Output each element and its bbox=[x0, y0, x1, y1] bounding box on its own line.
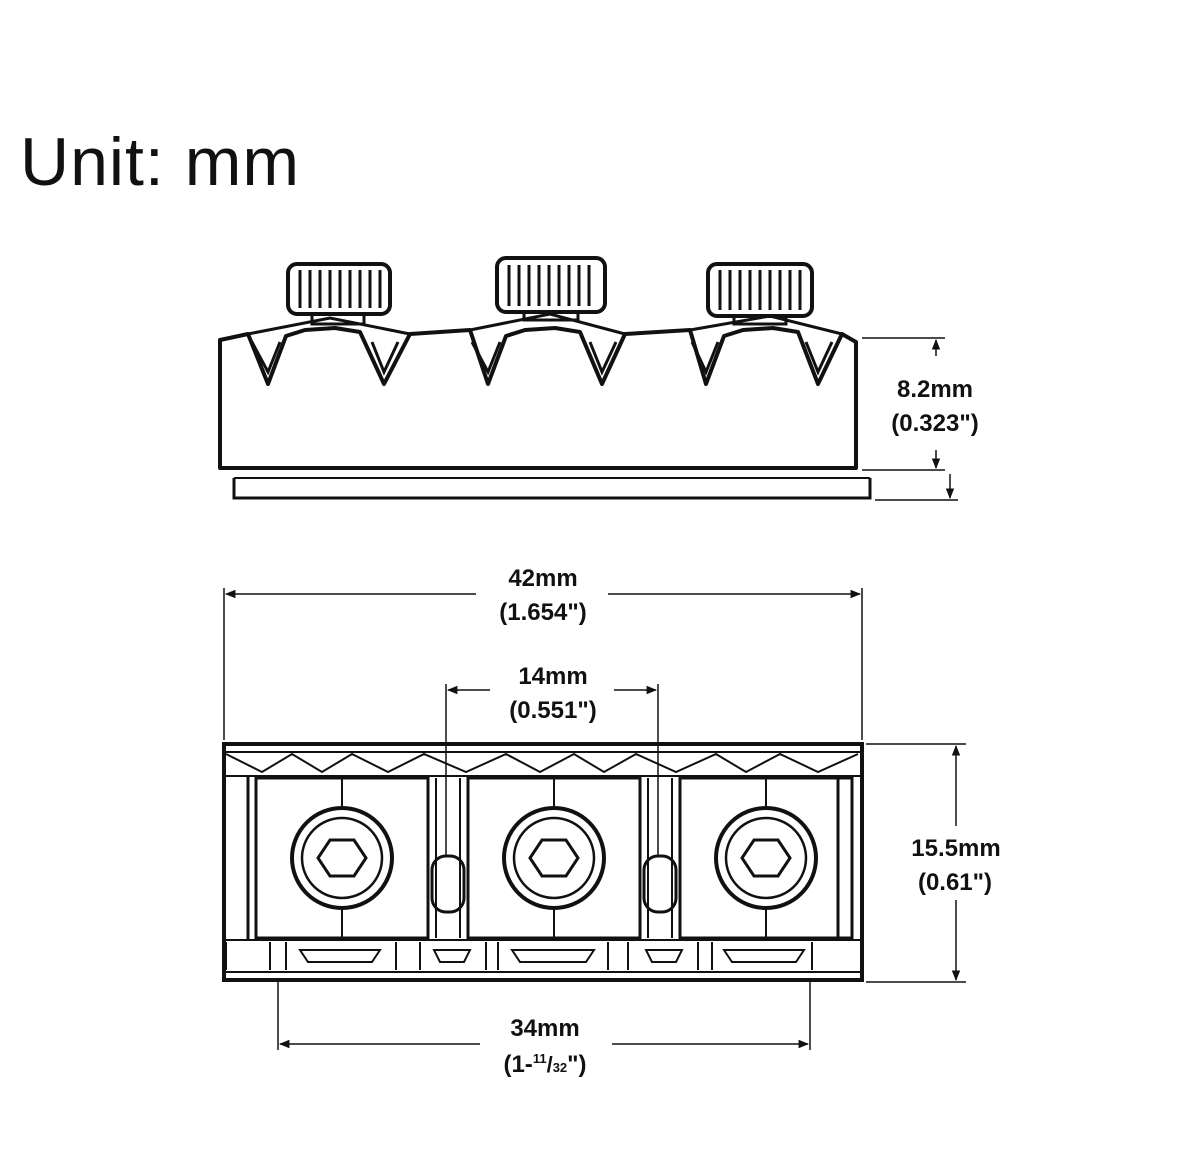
screw-spacing-mm-label: 14mm bbox=[518, 663, 587, 690]
hex-socket-screw-icon bbox=[714, 806, 818, 910]
base-length-inch-denominator: 32 bbox=[553, 1060, 567, 1075]
knurled-screw-head-1 bbox=[286, 262, 392, 326]
top-body-outline bbox=[222, 742, 864, 982]
unit-title: Unit: mm bbox=[20, 124, 300, 200]
base-length-inch-suffix: ") bbox=[567, 1051, 586, 1078]
base-length-mm-label: 34mm bbox=[510, 1015, 579, 1042]
side-body bbox=[218, 326, 858, 470]
overall-length-mm-label: 42mm bbox=[508, 565, 577, 592]
knurled-screw-head-2 bbox=[495, 256, 607, 322]
hex-socket-screw-icon bbox=[502, 806, 606, 910]
screw-spacing-dimension: 14mm (0.551") bbox=[445, 663, 659, 856]
side-view: 8.2mm (0.323") bbox=[218, 256, 979, 501]
base-length-inch-numerator: 11 bbox=[533, 1051, 547, 1066]
hex-socket-screw-icon bbox=[290, 806, 394, 910]
top-view: 42mm (1.654") 14mm (0.551") 15.5mm (0.61… bbox=[222, 565, 1012, 1078]
height-mm-label: 8.2mm bbox=[897, 376, 973, 403]
overall-length-dimension: 42mm (1.654") bbox=[223, 565, 863, 740]
knurled-screw-head-3 bbox=[706, 262, 814, 326]
height-dimension: 8.2mm (0.323") bbox=[862, 337, 979, 501]
height-inch-label: (0.323") bbox=[891, 410, 978, 437]
width-mm-label: 15.5mm bbox=[911, 835, 1000, 862]
width-inch-label: (0.61") bbox=[918, 869, 992, 896]
overall-length-inch-label: (1.654") bbox=[499, 599, 586, 626]
pin-2 bbox=[642, 854, 678, 914]
pin-1 bbox=[430, 854, 466, 914]
width-dimension: 15.5mm (0.61") bbox=[866, 743, 1012, 983]
screw-spacing-inch-label: (0.551") bbox=[509, 697, 596, 724]
base-length-inch-label: (1-11/32") bbox=[503, 1051, 586, 1078]
base-length-inch-prefix: (1- bbox=[503, 1051, 532, 1078]
base-plate bbox=[232, 478, 872, 500]
base-length-dimension: 34mm (1-11/32") bbox=[277, 982, 811, 1078]
base-length-inch-slash: / bbox=[547, 1052, 553, 1077]
